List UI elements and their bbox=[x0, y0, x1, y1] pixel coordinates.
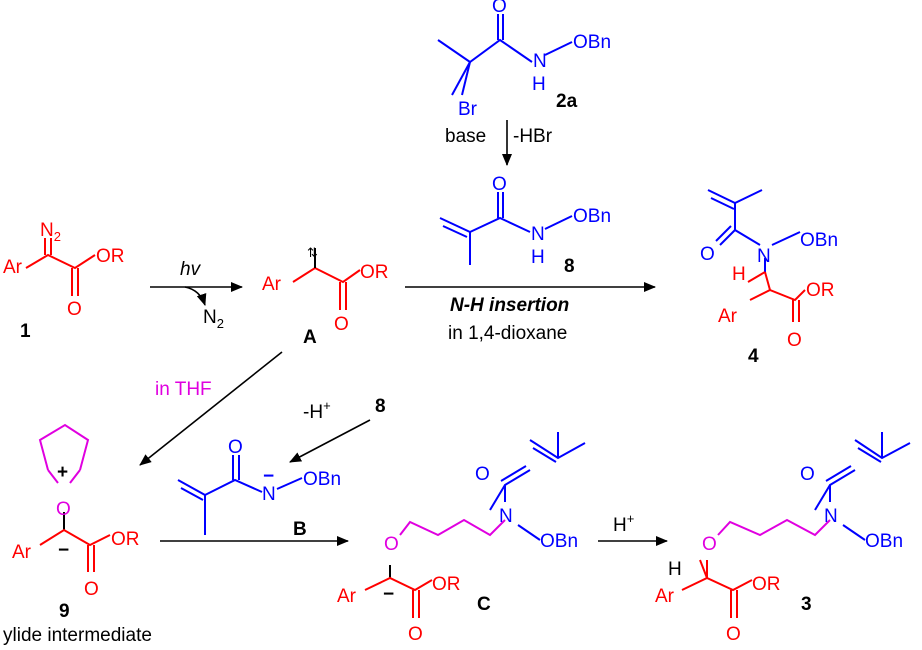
atom-o: O bbox=[67, 299, 82, 320]
atom-or: OR bbox=[360, 262, 389, 283]
condition-minus-h: -H+ bbox=[303, 398, 331, 423]
condition-dioxane: in 1,4-dioxane bbox=[448, 323, 567, 344]
atom-ar: Ar bbox=[3, 257, 23, 278]
label-1: 1 bbox=[20, 321, 31, 342]
compound-4: O N OBn H Ar OR O 4 bbox=[700, 189, 838, 367]
atom-or: OR bbox=[96, 246, 125, 267]
compound-3: O N OBn O H Ar OR O 3 bbox=[655, 432, 911, 645]
arrow-thf bbox=[139, 351, 283, 466]
condition-n2: N2 bbox=[203, 307, 224, 331]
atom-ar: Ar bbox=[718, 306, 738, 327]
label-9: 9 bbox=[59, 601, 70, 622]
condition-hbr: -HBr bbox=[513, 126, 553, 147]
atom-h: H bbox=[531, 247, 545, 268]
atom-o: O bbox=[84, 579, 99, 600]
atom-o: O bbox=[700, 244, 715, 265]
condition-hv: hv bbox=[180, 259, 202, 280]
atom-n: N bbox=[531, 224, 545, 245]
step-deprotonation: 8 -H+ bbox=[289, 396, 386, 463]
compound-1: N2 Ar OR O 1 bbox=[3, 220, 125, 342]
atom-o: O bbox=[702, 534, 717, 555]
atom-o: O bbox=[726, 624, 741, 645]
atom-ar: Ar bbox=[337, 586, 357, 607]
atom-ar: Ar bbox=[262, 274, 282, 295]
atom-o: O bbox=[408, 624, 423, 645]
atom-h: H bbox=[532, 74, 546, 95]
atom-n: N bbox=[262, 484, 276, 505]
atom-or: OR bbox=[806, 280, 835, 301]
compound-8: O N H OBn 8 bbox=[439, 174, 611, 277]
atom-n2: N2 bbox=[40, 220, 61, 244]
label-c: C bbox=[477, 594, 491, 615]
label-8: 8 bbox=[564, 256, 575, 277]
label-b: B bbox=[293, 519, 307, 540]
atom-o: O bbox=[492, 174, 507, 195]
condition-nh-insertion: N-H insertion bbox=[450, 295, 569, 316]
atom-obn: OBn bbox=[865, 531, 903, 552]
atom-n: N bbox=[533, 51, 547, 72]
atom-n: N bbox=[824, 506, 838, 527]
condition-thf: in THF bbox=[155, 379, 212, 400]
atom-n: N bbox=[499, 506, 513, 527]
atom-o: O bbox=[475, 464, 490, 485]
atom-obn: OBn bbox=[540, 531, 578, 552]
compound-9: O + − Ar OR O 9 ylide intermediate bbox=[3, 423, 152, 646]
charge-plus: + bbox=[57, 462, 68, 483]
atom-o: O bbox=[56, 499, 71, 520]
atom-h: H bbox=[668, 559, 682, 580]
step-nh-insertion: N-H insertion in 1,4-dioxane bbox=[405, 282, 656, 344]
step-protonation: H+ bbox=[598, 511, 668, 546]
radical-mark: ⇅ bbox=[307, 245, 318, 260]
compound-c: O N OBn O − Ar OR O C bbox=[337, 432, 586, 645]
atom-obn: OBn bbox=[303, 469, 341, 490]
arrow-deprotonation bbox=[289, 419, 371, 463]
arrow-n2-release bbox=[184, 286, 207, 306]
intermediate-a: ⇅ Ar OR O A bbox=[262, 245, 389, 348]
label-8b: 8 bbox=[375, 396, 386, 417]
atom-obn: OBn bbox=[573, 32, 611, 53]
compound-2a: O N H OBn Br 2a bbox=[437, 0, 611, 120]
label-4: 4 bbox=[748, 346, 759, 367]
atom-o: O bbox=[334, 314, 349, 335]
atom-n: N bbox=[757, 246, 771, 267]
charge-minus: − bbox=[383, 584, 394, 605]
label-3: 3 bbox=[801, 594, 812, 615]
atom-o: O bbox=[492, 0, 507, 17]
caption-ylide: ylide intermediate bbox=[3, 625, 152, 646]
atom-ar: Ar bbox=[655, 586, 675, 607]
atom-obn: OBn bbox=[800, 230, 838, 251]
atom-br: Br bbox=[458, 99, 478, 120]
atom-or: OR bbox=[111, 529, 140, 550]
charge-minus: − bbox=[58, 540, 69, 561]
atom-or: OR bbox=[432, 574, 461, 595]
atom-or: OR bbox=[752, 574, 781, 595]
step-base: base -HBr bbox=[445, 120, 553, 166]
step-thf: in THF bbox=[139, 351, 283, 466]
atom-o: O bbox=[384, 534, 399, 555]
atom-ar: Ar bbox=[12, 542, 32, 563]
atom-o: O bbox=[787, 330, 802, 351]
atom-obn: OBn bbox=[573, 206, 611, 227]
atom-h: H bbox=[732, 264, 746, 285]
charge-minus: − bbox=[263, 466, 274, 487]
condition-base: base bbox=[445, 126, 486, 147]
compound-b: O N − OBn B bbox=[177, 437, 341, 540]
atom-o: O bbox=[800, 464, 815, 485]
label-2a: 2a bbox=[556, 91, 578, 112]
condition-h-plus: H+ bbox=[613, 511, 634, 536]
atom-o: O bbox=[228, 437, 243, 458]
label-a: A bbox=[303, 327, 317, 348]
step-hv: hv N2 bbox=[150, 259, 243, 331]
